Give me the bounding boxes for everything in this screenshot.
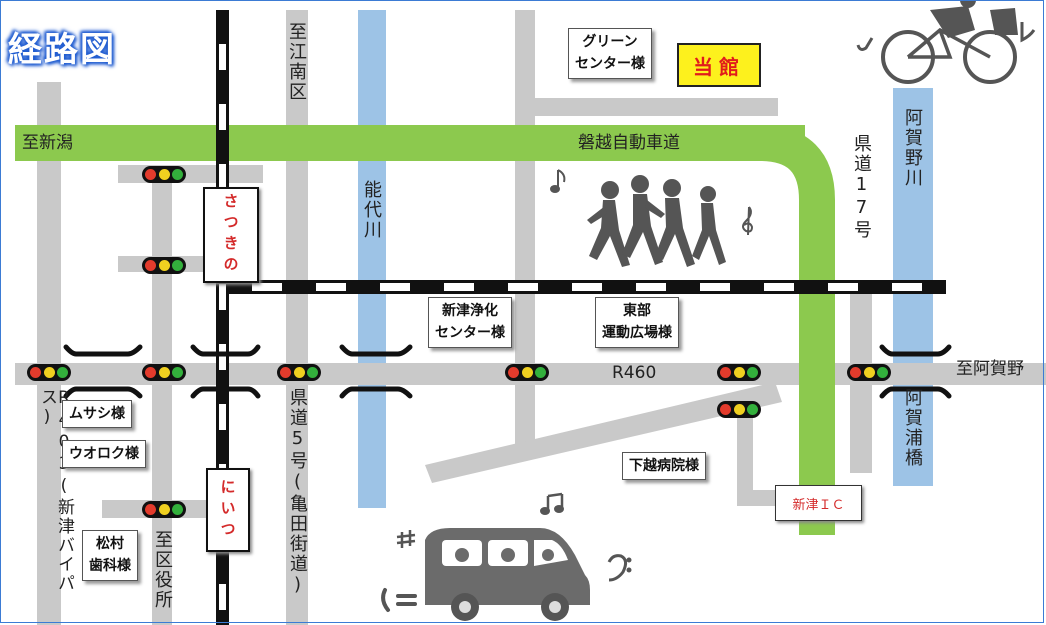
page-title: 経路図 — [8, 30, 116, 70]
traffic-light-icon — [142, 364, 186, 381]
expressway-horizontal — [15, 125, 805, 161]
music-note-icon — [550, 169, 566, 193]
road-ic-link-h — [737, 490, 782, 506]
traffic-light-icon — [717, 401, 761, 418]
traffic-light-icon — [847, 364, 891, 381]
traffic-light-icon — [27, 364, 71, 381]
label-agano-river: 阿賀野川 — [902, 108, 923, 188]
landmark-tobu: 東部 運動広場様 — [595, 297, 679, 348]
runners-icon — [587, 175, 726, 267]
road-green-center — [515, 10, 535, 450]
car-icon — [381, 528, 590, 621]
label-expressway: 磐越自動車道 — [578, 133, 680, 153]
noshiro-river — [358, 10, 386, 508]
traffic-light-icon — [142, 166, 186, 183]
music-note-icon — [540, 492, 564, 515]
label-to-ward-office: 至区役所 — [152, 530, 173, 610]
traffic-light-icon — [142, 501, 186, 518]
label-to-konan: 至江南区 — [286, 22, 307, 102]
road-branch-top — [528, 98, 778, 116]
music-note-icon — [607, 554, 632, 582]
label-bridge: 阿賀浦橋 — [902, 388, 923, 468]
label-r403: R403(新津バイパス) — [37, 388, 74, 593]
landmark-green-center: グリーン センター様 — [568, 28, 652, 79]
station-niitsu: にいつ — [206, 468, 250, 552]
label-pref-road-17: 県道17号 — [851, 134, 872, 240]
label-r460: R460 — [612, 363, 657, 383]
interchange-niitsu: 新津ＩＣ — [775, 485, 862, 521]
label-pref-road-5: 県道5号(亀田街道) — [287, 388, 308, 597]
label-to-agano: 至阿賀野 — [956, 359, 1024, 379]
label-noshiro-river: 能代川 — [361, 180, 382, 240]
traffic-light-icon — [142, 257, 186, 274]
landmark-musashi: ムサシ様 — [62, 400, 132, 429]
railway-horizontal — [218, 280, 946, 294]
traffic-light-icon — [505, 364, 549, 381]
road-ic-link — [737, 405, 753, 505]
station-satsukino: さつきの — [203, 187, 259, 283]
road-r403 — [37, 82, 61, 625]
landmark-matsumura: 松村 歯科様 — [82, 530, 138, 581]
landmark-uoroku: ウオロク様 — [62, 440, 146, 469]
traffic-light-icon — [277, 364, 321, 381]
road-pref-5 — [286, 10, 308, 625]
music-note-icon — [742, 206, 754, 236]
cyclist-icon — [856, 0, 1036, 84]
hotel-marker: 当館 — [677, 43, 761, 87]
landmark-shimokoshi: 下越病院様 — [622, 452, 706, 481]
landmark-niitsu-jouka: 新津浄化 センター様 — [428, 297, 512, 348]
traffic-light-icon — [717, 364, 761, 381]
label-to-niigata: 至新潟 — [22, 133, 73, 153]
